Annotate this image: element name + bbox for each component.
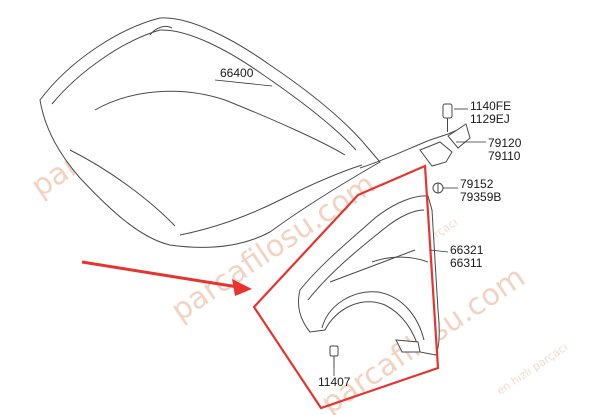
hinge-assembly [359,103,471,194]
hood-drawing [39,17,381,248]
bolt-icon [442,103,453,119]
part-label-clip-a: 79152 [460,177,494,191]
leader-lines [214,79,486,376]
part-label-bolt-b: 1129EJ [470,112,510,126]
part-label-fender-a: 66321 [450,243,484,257]
part-label-hood: 66400 [220,66,254,80]
part-label-clip-b: 79359B [460,190,501,204]
part-label-hinge-b: 79110 [488,149,521,163]
highlight-outline [252,164,440,410]
pointer-arrow [81,260,252,296]
part-label-fender-b: 66311 [450,256,483,270]
watermark-tagline-3: en hızlı parçacı [494,341,570,398]
part-label-bolt-a: 1140FE [470,99,511,113]
screw-icon [329,345,339,368]
part-label-hinge-a: 79120 [488,136,522,150]
fender-drawing [297,195,440,356]
part-label-screw: 11407 [318,375,351,389]
